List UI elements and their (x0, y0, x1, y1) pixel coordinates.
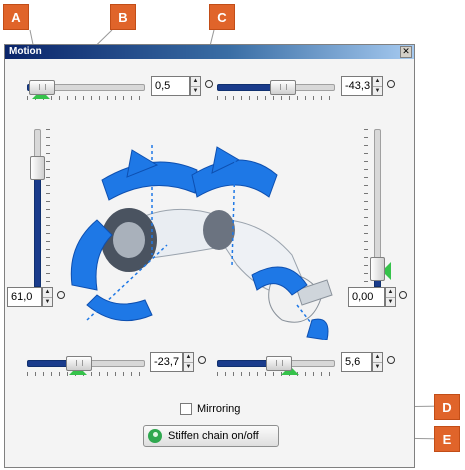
bottom-left-value[interactable]: -23,7 (150, 352, 183, 372)
window-title: Motion (9, 46, 42, 57)
top-left-slider[interactable] (27, 77, 145, 101)
rotation-arrows (70, 146, 329, 340)
elbow-joint (203, 210, 235, 250)
slider-ticks (46, 129, 50, 287)
right-spinbox[interactable]: 0,00 ▲▼ (348, 287, 396, 307)
left-value[interactable]: 61,0 (7, 287, 42, 307)
slider-ticks (217, 372, 335, 376)
bottom-left-reset[interactable] (198, 352, 206, 372)
bottom-left-slider[interactable] (27, 353, 145, 377)
left-slider[interactable] (30, 129, 54, 287)
title-bar: Motion ✕ (5, 45, 414, 59)
fingers (296, 279, 333, 306)
arrowhead (126, 149, 159, 178)
top-left-reset[interactable] (205, 76, 213, 96)
slider-thumb[interactable] (29, 80, 56, 95)
motion-panel: Motion ✕ 0,5 ▲▼ -43,3 ▲▼ 61,0 ▲▼ (4, 44, 415, 468)
reset-icon[interactable] (198, 356, 206, 364)
callout-b: B (110, 4, 136, 30)
right-value[interactable]: 0,00 (348, 287, 385, 307)
spin-down-icon[interactable]: ▼ (191, 86, 200, 94)
left-reset[interactable] (57, 287, 65, 307)
spin-up-icon[interactable]: ▲ (192, 78, 199, 84)
slider-thumb[interactable] (266, 356, 293, 371)
bottom-left-spinbox[interactable]: -23,7 ▲▼ (150, 352, 194, 372)
spin-down-icon[interactable]: ▼ (373, 362, 382, 370)
spin-arrows[interactable]: ▲▼ (190, 76, 201, 96)
reset-icon[interactable] (57, 291, 65, 299)
right-slider[interactable] (364, 129, 394, 287)
elbow-roll-arrow (251, 266, 308, 296)
reset-icon[interactable] (387, 356, 395, 364)
bottom-right-spinbox[interactable]: 5,6 ▲▼ (341, 352, 383, 372)
spin-up-icon[interactable]: ▲ (387, 289, 394, 295)
callout-d: D (434, 394, 460, 420)
spin-up-icon[interactable]: ▲ (185, 354, 192, 360)
callout-e: E (434, 426, 460, 452)
right-reset[interactable] (399, 287, 407, 307)
top-right-spinbox[interactable]: -43,3 ▲▼ (341, 76, 383, 96)
slider-ticks (364, 129, 368, 287)
shoulder-hub (113, 222, 145, 258)
reset-icon[interactable] (205, 80, 213, 88)
spin-arrows[interactable]: ▲▼ (385, 287, 396, 307)
mirroring-checkbox[interactable] (180, 403, 192, 415)
spin-down-icon[interactable]: ▼ (184, 362, 193, 370)
top-right-slider[interactable] (217, 77, 335, 101)
spin-up-icon[interactable]: ▲ (374, 78, 381, 84)
mirroring-option[interactable]: Mirroring (180, 403, 240, 415)
slider-thumb[interactable] (370, 257, 385, 282)
slider-thumb[interactable] (65, 356, 92, 371)
left-spinbox[interactable]: 61,0 ▲▼ (7, 287, 53, 307)
bottom-right-value[interactable]: 5,6 (341, 352, 372, 372)
bottom-right-slider[interactable] (217, 353, 335, 377)
close-button[interactable]: ✕ (400, 46, 412, 58)
stiffen-chain-label: Stiffen chain on/off (168, 430, 259, 442)
shoulder-roll-arrow (70, 219, 113, 291)
spin-down-icon[interactable]: ▼ (43, 297, 52, 305)
reset-icon[interactable] (399, 291, 407, 299)
spin-arrows[interactable]: ▲▼ (372, 76, 383, 96)
spin-arrows[interactable]: ▲▼ (42, 287, 53, 307)
target-marker (382, 262, 391, 281)
top-left-spinbox[interactable]: 0,5 ▲▼ (151, 76, 201, 96)
spin-arrows[interactable]: ▲▼ (183, 352, 194, 372)
stiffen-chain-button[interactable]: Stiffen chain on/off (143, 425, 279, 447)
top-right-value[interactable]: -43,3 (341, 76, 372, 96)
roll-arrow-lower (86, 294, 153, 322)
spin-up-icon[interactable]: ▲ (374, 354, 381, 360)
spin-down-icon[interactable]: ▼ (386, 297, 395, 305)
spin-arrows[interactable]: ▲▼ (372, 352, 383, 372)
callout-c: C (209, 4, 235, 30)
slider-ticks (217, 96, 335, 100)
wrist-yaw-arrow (306, 318, 329, 340)
robot-arm-illustration (70, 145, 333, 340)
power-icon (148, 429, 162, 443)
reset-icon[interactable] (387, 80, 395, 88)
callout-a: A (3, 4, 29, 30)
slider-fill (34, 164, 41, 287)
slider-thumb[interactable] (269, 80, 296, 95)
bottom-right-reset[interactable] (387, 352, 395, 372)
top-right-reset[interactable] (387, 76, 395, 96)
spin-down-icon[interactable]: ▼ (373, 86, 382, 94)
arrowhead (211, 146, 241, 174)
mirroring-label: Mirroring (197, 403, 241, 415)
top-left-value[interactable]: 0,5 (151, 76, 190, 96)
slider-ticks (27, 96, 145, 100)
rotation-axes (86, 145, 326, 340)
slider-thumb[interactable] (30, 155, 45, 180)
spin-up-icon[interactable]: ▲ (44, 289, 51, 295)
